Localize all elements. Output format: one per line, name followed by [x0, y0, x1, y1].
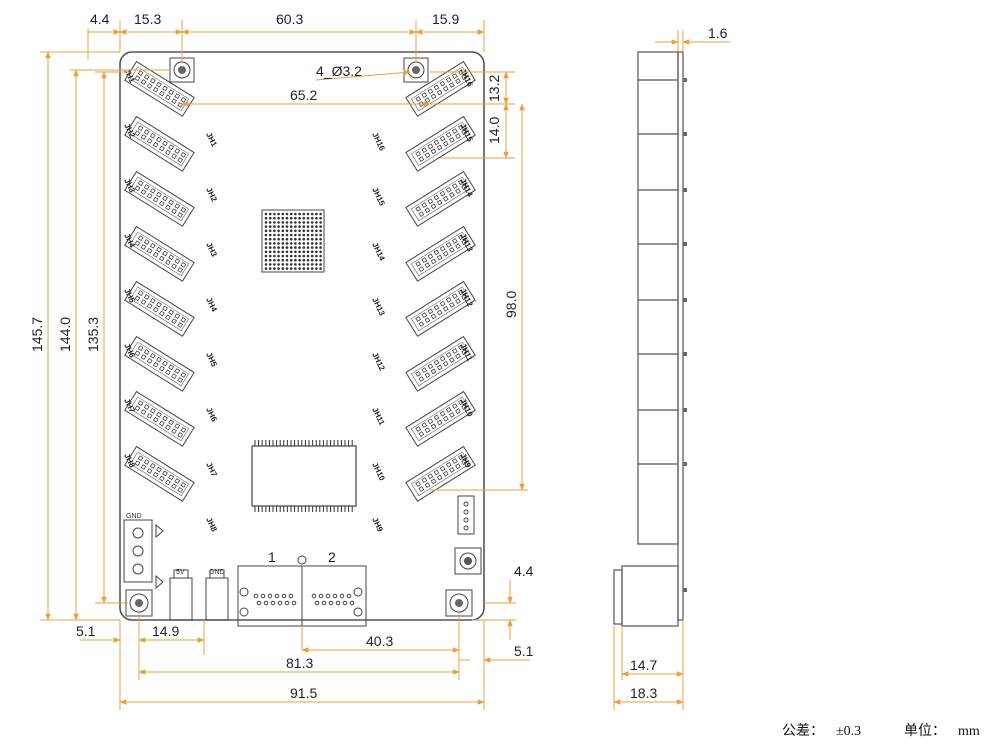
dim-18-3: 18.3: [630, 685, 657, 701]
dim-13-2: 13.2: [486, 75, 502, 102]
dim-98-0: 98.0: [503, 291, 519, 318]
dim-91-5: 91.5: [290, 685, 317, 701]
power-posts: [169, 569, 229, 621]
dim-5-1-right: 5.1: [514, 643, 534, 659]
side-view-pins: [683, 78, 687, 592]
dim-14-7: 14.7: [630, 657, 657, 673]
bga-chip: [261, 209, 325, 273]
dim-15-9: 15.9: [432, 11, 459, 27]
dim-5-1-left: 5.1: [76, 623, 96, 639]
footer-note: 公差： ±0.3 单位： mm: [782, 723, 980, 739]
unit-label: 单位：: [904, 723, 946, 739]
dim-15-3: 15.3: [134, 11, 161, 27]
dim-1-6: 1.6: [708, 25, 728, 41]
left-header-group: JH1JH1JH2JH2JH3JH3JH4JH4JH5JH5JH6JH6JH7J…: [122, 60, 219, 534]
gnd-label-bottom: GND: [209, 569, 225, 576]
gnd-label-top: GND: [126, 513, 142, 520]
port-label-1: 1: [268, 549, 276, 565]
side-dimensions: [613, 30, 730, 710]
tolerance-label: 公差：: [782, 723, 824, 739]
dim-135-3: 135.3: [85, 317, 101, 352]
dim-4-4-top: 4.4: [90, 11, 110, 27]
unit-value: mm: [958, 724, 980, 739]
port-label-2: 2: [328, 549, 336, 565]
front-dimensions: [40, 20, 530, 710]
pcb-board: [119, 51, 485, 621]
dim-hole-spec: 4_Ø3.2: [316, 63, 362, 79]
dim-60-3: 60.3: [276, 11, 303, 27]
dim-144-0: 144.0: [57, 317, 73, 352]
side-view: [613, 51, 684, 627]
dim-65-2: 65.2: [290, 87, 317, 103]
tact-switch: [454, 547, 482, 575]
power-terminal: [123, 519, 164, 590]
dim-145-7: 145.7: [29, 317, 45, 352]
dim-4-4-right: 4.4: [514, 563, 534, 579]
small-side-connector: [457, 495, 475, 535]
tolerance-value: ±0.3: [836, 724, 861, 739]
dim-40-3: 40.3: [366, 633, 393, 649]
dim-14-0: 14.0: [486, 117, 502, 144]
tsop-chip: [251, 440, 357, 512]
network-port-block: [237, 555, 367, 627]
dim-14-9: 14.9: [152, 623, 179, 639]
dim-81-3: 81.3: [286, 655, 313, 671]
five-v-label: 5V: [176, 569, 185, 576]
